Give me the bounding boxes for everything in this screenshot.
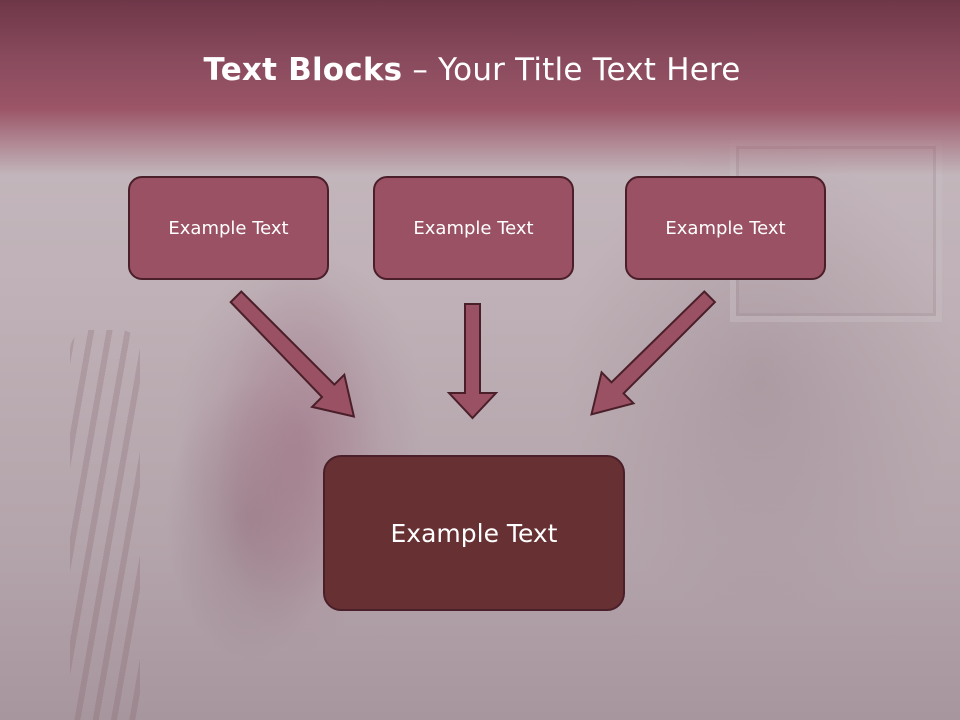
- text-block-1-label: Example Text: [168, 217, 289, 239]
- arrow-down-right-icon[interactable]: [229, 290, 356, 418]
- arrow-down-left-icon[interactable]: [590, 290, 717, 416]
- title-rest: Your Title Text Here: [438, 52, 741, 88]
- text-block-2-label: Example Text: [413, 217, 534, 239]
- title-bold: Text Blocks: [203, 52, 403, 88]
- slide-title: Text Blocks – Your Title Text Here: [0, 52, 944, 88]
- header-band: [0, 0, 960, 175]
- text-block-3-label: Example Text: [665, 217, 786, 239]
- main-text-block-label: Example Text: [390, 518, 558, 548]
- text-block-2[interactable]: Example Text: [373, 176, 574, 280]
- background-chair: [70, 330, 140, 720]
- text-block-1[interactable]: Example Text: [128, 176, 329, 280]
- text-block-3[interactable]: Example Text: [625, 176, 826, 280]
- arrow-down-icon[interactable]: [446, 303, 499, 420]
- main-text-block[interactable]: Example Text: [323, 455, 625, 611]
- title-dash: –: [402, 52, 439, 88]
